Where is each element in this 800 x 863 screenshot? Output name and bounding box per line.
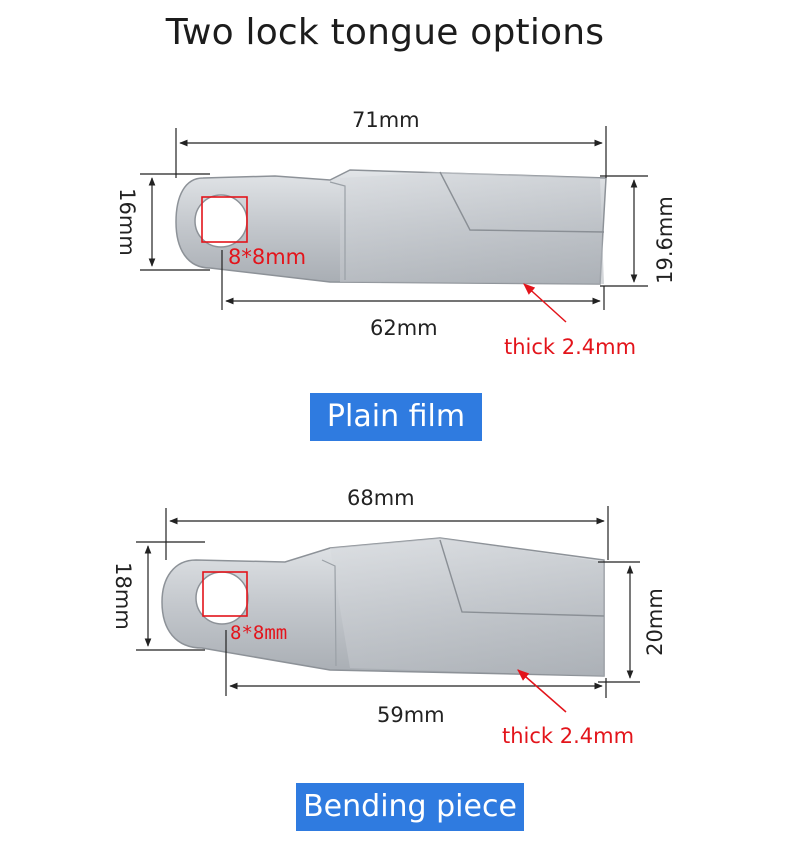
bending-square-size-label: 8*8mm xyxy=(230,622,288,644)
bending-total-length-label: 68mm xyxy=(347,486,415,510)
bending-piece-badge: Bending piece xyxy=(296,783,524,831)
bending-thickness-label: thick 2.4mm xyxy=(502,724,635,748)
plain-film-part xyxy=(175,169,607,285)
plain-square-hole-outline xyxy=(201,196,248,243)
plain-square-size-label: 8*8mm xyxy=(228,245,307,269)
bending-ring-height-label: 18mm xyxy=(111,562,135,630)
plain-film-badge: Plain film xyxy=(310,393,482,441)
bending-inner-length-label: 59mm xyxy=(377,703,445,727)
plain-tip-height-label: 19.6mm xyxy=(653,196,677,284)
bending-thickness-pointer xyxy=(517,669,567,713)
plain-dimension-lines xyxy=(140,126,648,310)
bending-piece-part xyxy=(161,537,605,677)
bending-square-hole-outline xyxy=(202,571,248,617)
page-title: Two lock tongue options xyxy=(165,12,605,53)
bending-tip-height-label: 20mm xyxy=(643,588,667,656)
bending-dimension-lines xyxy=(136,506,640,698)
plain-thickness-pointer xyxy=(523,283,567,323)
plain-inner-length-label: 62mm xyxy=(370,316,438,340)
plain-thickness-label: thick 2.4mm xyxy=(504,335,637,359)
plain-ring-height-label: 16mm xyxy=(115,188,139,256)
plain-total-length-label: 71mm xyxy=(352,108,420,132)
